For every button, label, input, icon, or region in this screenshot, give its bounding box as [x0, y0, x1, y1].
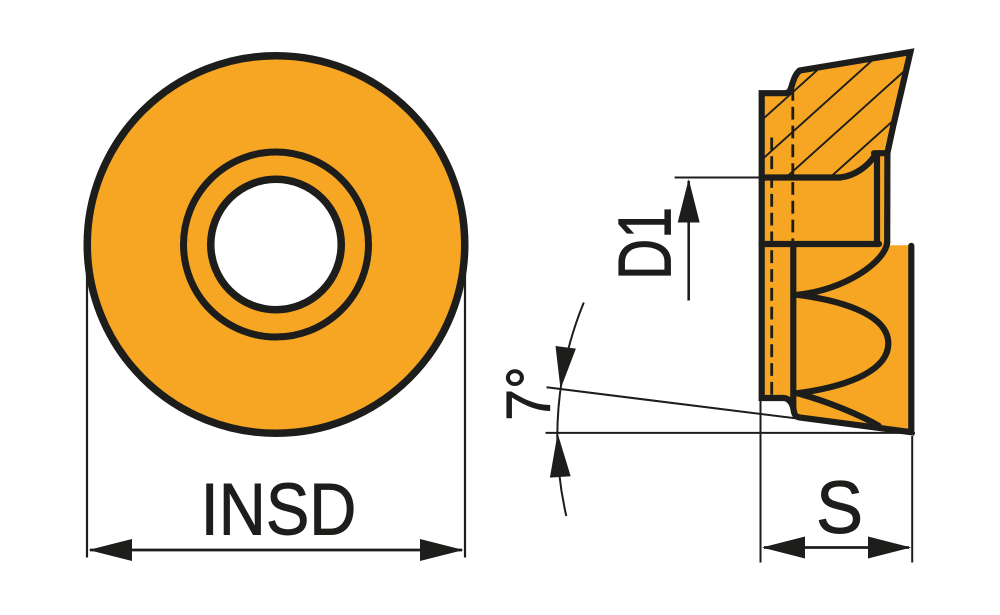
svg-text:D1: D1	[604, 207, 687, 280]
svg-text:INSD: INSD	[201, 468, 357, 550]
svg-text:7°: 7°	[493, 366, 563, 420]
svg-text:S: S	[816, 466, 863, 549]
